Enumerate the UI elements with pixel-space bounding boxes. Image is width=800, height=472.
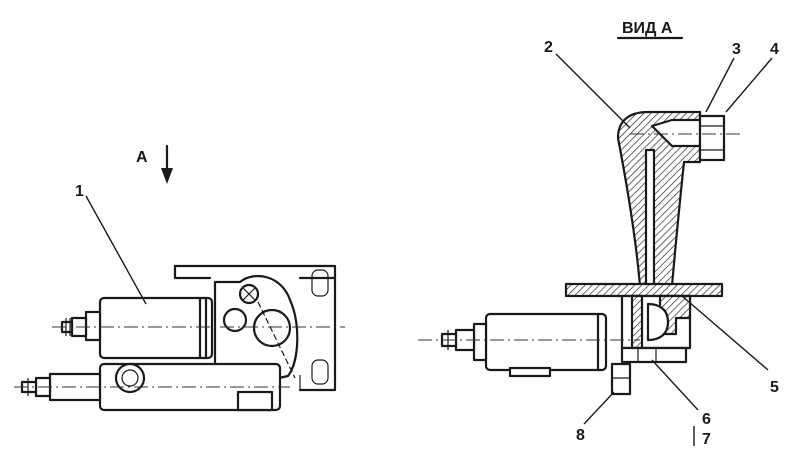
base-plate — [564, 282, 724, 298]
lower-housing — [620, 294, 692, 364]
bracket-arm — [616, 110, 702, 288]
leader-6 — [651, 359, 699, 411]
callout-4: 4 — [770, 41, 779, 58]
valve-body — [213, 274, 299, 382]
callout-6: 6 — [702, 411, 711, 428]
leader-3 — [705, 57, 735, 113]
leader-4 — [725, 57, 773, 113]
electromagnet-upper — [60, 296, 214, 360]
callout-7: 7 — [702, 431, 711, 448]
right-view: ВИД А — [418, 20, 779, 448]
view-marker-label: А — [136, 149, 148, 166]
hex-nut-upper — [222, 307, 248, 333]
left-view: А — [14, 144, 345, 412]
leader-2 — [555, 53, 631, 129]
view-direction-arrow — [161, 144, 173, 184]
adjusting-nut — [698, 114, 726, 162]
valve-disc — [252, 308, 292, 348]
callout-2: 2 — [544, 39, 553, 56]
view-title: ВИД А — [622, 20, 673, 37]
small-bracket — [610, 362, 632, 396]
callout-8: 8 — [576, 427, 585, 444]
callout-3: 3 — [732, 41, 741, 58]
leader-8 — [583, 391, 615, 425]
leader-1 — [85, 195, 147, 305]
callout-5: 5 — [770, 379, 779, 396]
leader-5 — [681, 295, 769, 371]
callout-1: 1 — [75, 183, 84, 200]
electromagnet-right — [440, 312, 608, 378]
